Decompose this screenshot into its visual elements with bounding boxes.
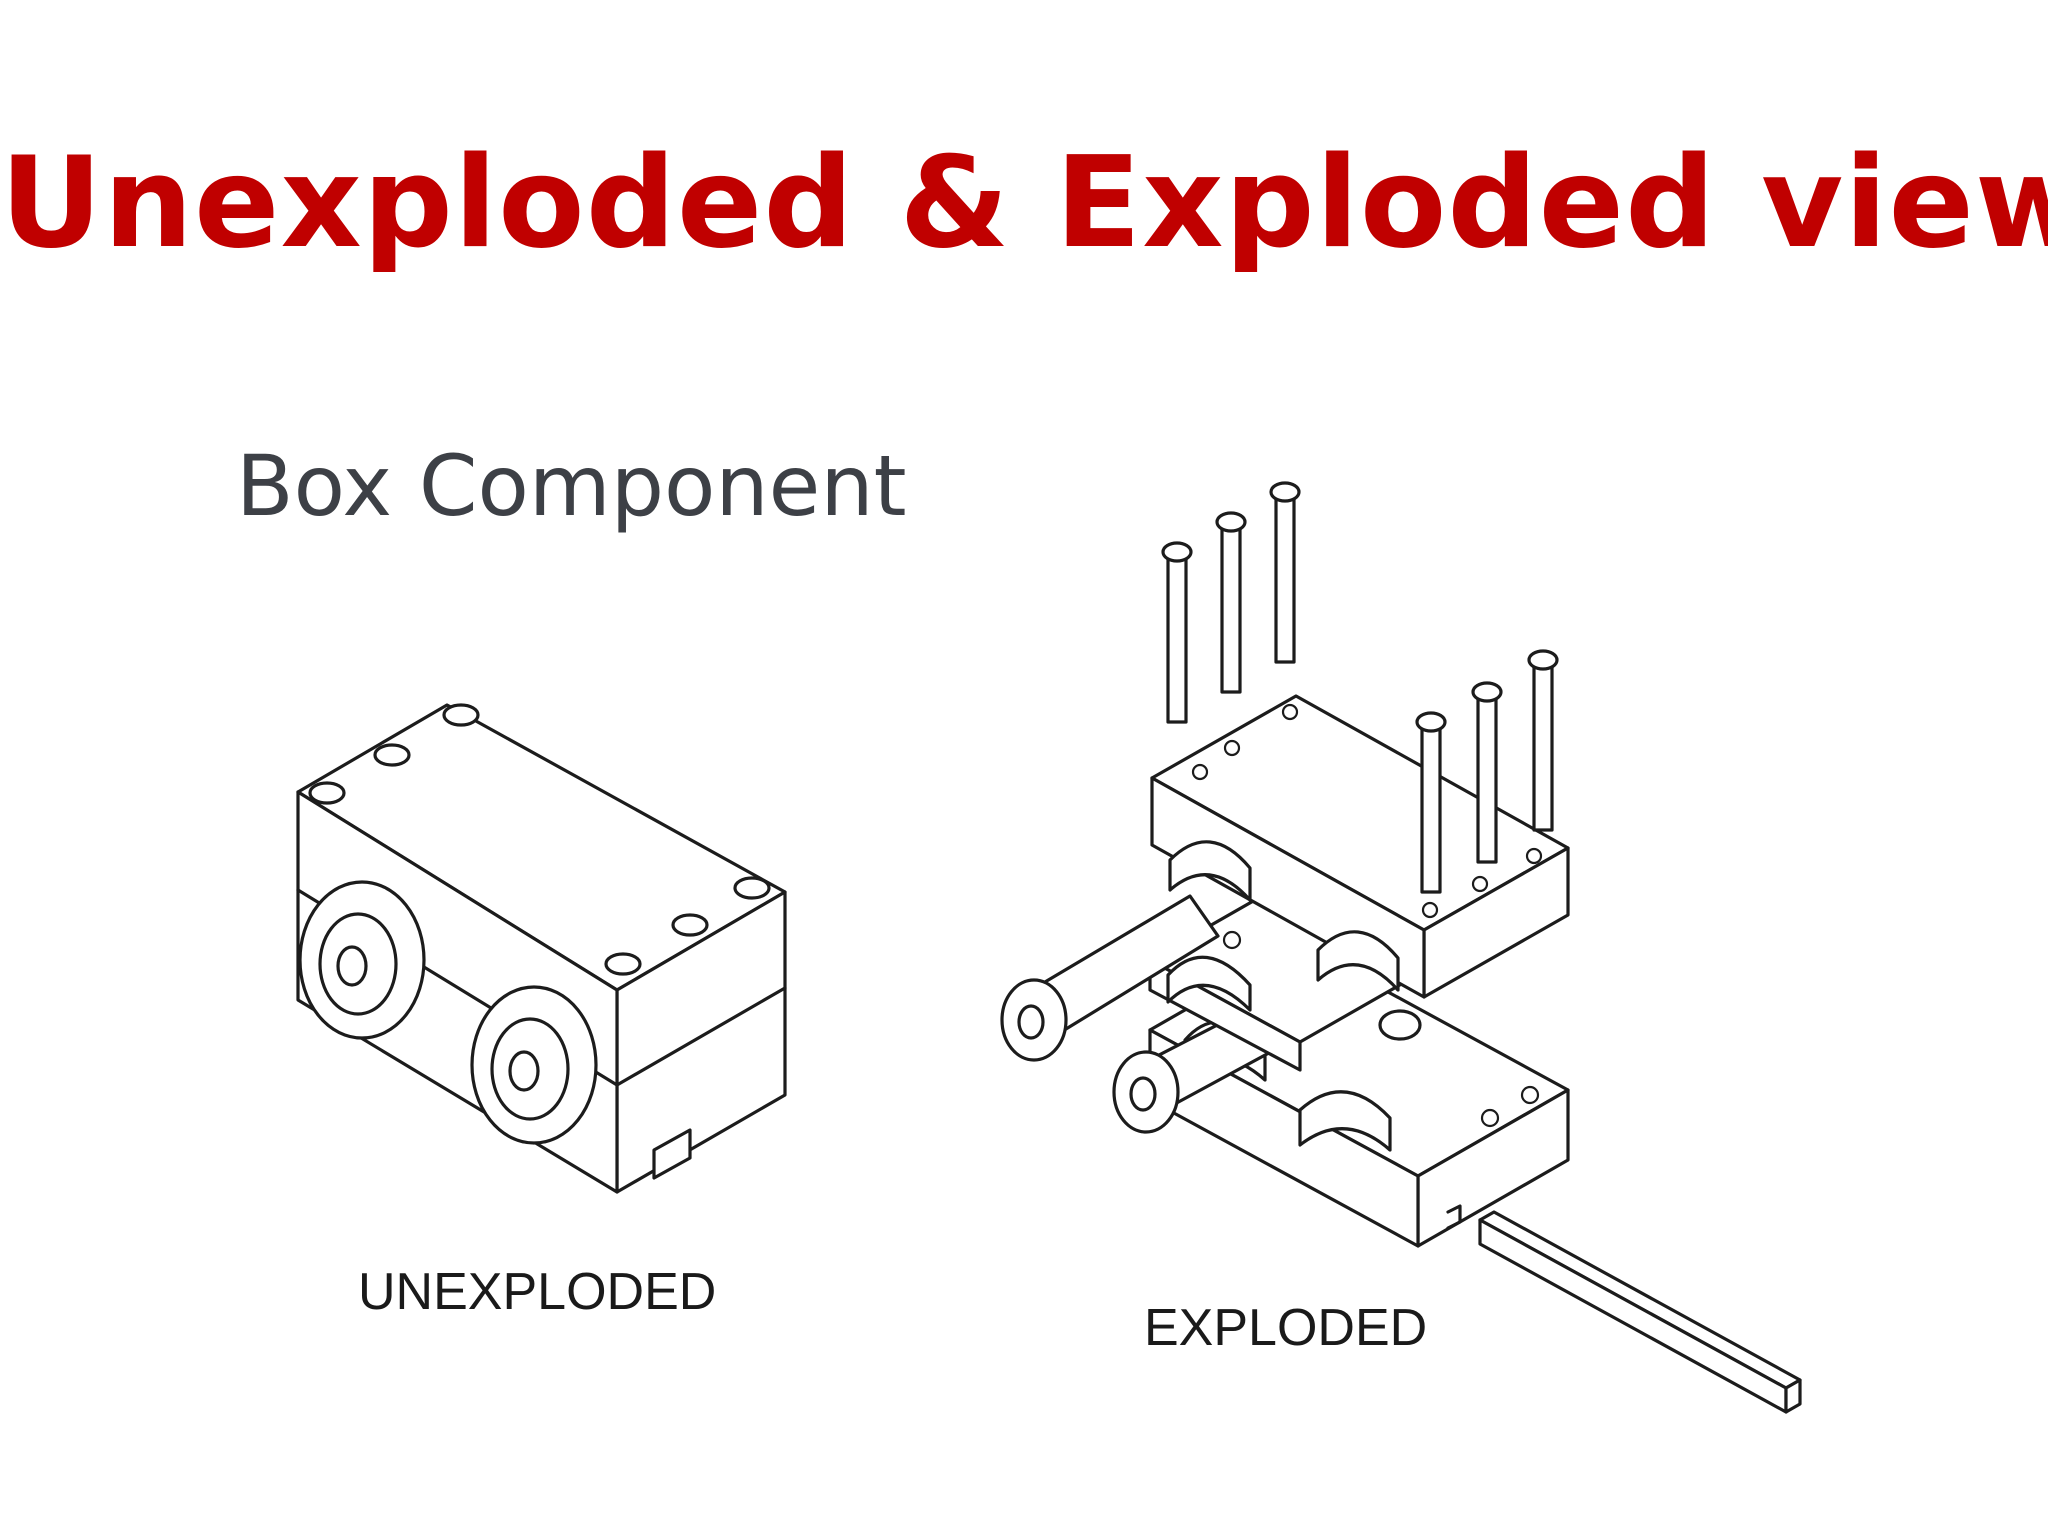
box-bolt-heads	[308, 703, 771, 976]
bolt-head	[373, 743, 411, 767]
bolt	[1215, 511, 1247, 694]
center-bore	[1378, 1009, 1422, 1041]
loose-bolts	[1161, 481, 1559, 894]
unexploded-caption: UNEXPLODED	[358, 1263, 717, 1321]
key-slot	[1446, 1204, 1462, 1230]
bolt-head	[442, 703, 480, 727]
slide-title: Unexploded & Exploded view	[0, 129, 2048, 276]
unexploded-box-drawing	[296, 703, 787, 1194]
cover-boss	[1316, 930, 1400, 992]
bolt	[1527, 649, 1559, 832]
lower-cradle-bore	[1298, 1090, 1392, 1152]
bolt-head	[733, 876, 771, 900]
middle-housing	[1148, 878, 1442, 1072]
bolt	[1471, 681, 1503, 864]
bolt	[1161, 541, 1193, 724]
shaft-boss-right	[470, 985, 598, 1145]
exploded-assembly-drawing	[1000, 481, 1802, 1414]
bolt	[1269, 481, 1301, 664]
exploded-caption: EXPLODED	[1144, 1299, 1428, 1357]
cover-boss	[1168, 840, 1252, 902]
bolt-head	[671, 913, 709, 937]
bolt	[1415, 711, 1447, 894]
shaft-boss-left	[298, 880, 426, 1040]
upper-cradle-bore	[1166, 955, 1252, 1012]
box-bottom-tab	[652, 1128, 692, 1180]
top-cover	[1150, 694, 1570, 999]
key-bar	[1478, 1210, 1802, 1414]
bolt-head	[308, 781, 346, 805]
bolt-head	[604, 952, 642, 976]
upper-shaft	[1000, 894, 1220, 1062]
diagram-subtitle: Box Component	[236, 437, 907, 535]
